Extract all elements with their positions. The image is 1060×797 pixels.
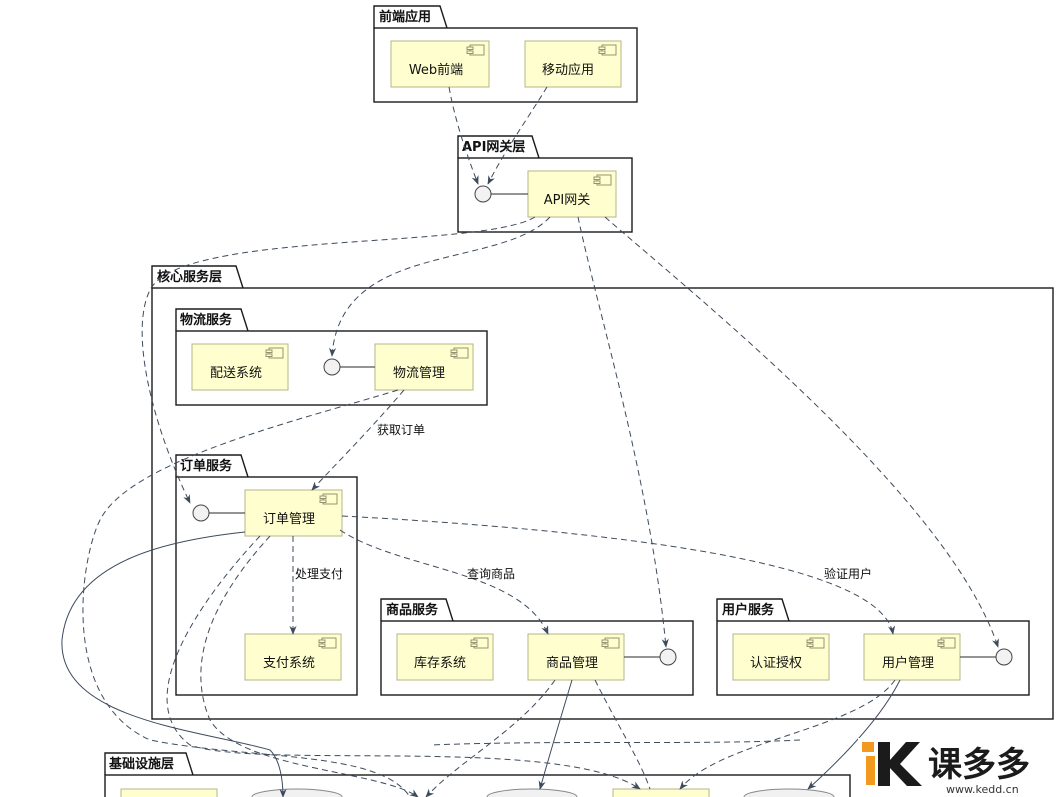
edge-gateway-to-user (604, 216, 999, 648)
component-icon (319, 493, 338, 505)
edge-label-get-order: 获取订单 (377, 423, 425, 437)
component-api-gateway[interactable]: API网关 (527, 170, 617, 218)
infra-component-partial (120, 788, 218, 797)
brand-logo-icon (862, 742, 922, 786)
component-icon (450, 347, 469, 359)
interface-product (624, 648, 677, 666)
interface-api-gateway (474, 185, 528, 203)
component-logistics-mgmt[interactable]: 物流管理 (374, 343, 474, 391)
component-auth-system[interactable]: 认证授权 (732, 633, 830, 681)
component-label: 用户管理 (882, 655, 934, 671)
component-inventory-system[interactable]: 库存系统 (396, 633, 494, 681)
edge-gateway-to-product (577, 216, 669, 648)
package-product-title: 商品服务 (386, 602, 439, 618)
component-product-mgmt[interactable]: 商品管理 (527, 633, 625, 681)
edge-mobile-to-gateway (487, 86, 548, 185)
component-label: 库存系统 (414, 655, 466, 671)
component-label: 移动应用 (542, 62, 594, 78)
edge-user-to-infra (679, 679, 896, 790)
component-label: 商品管理 (546, 656, 598, 671)
component-icon (598, 44, 617, 56)
database-icon (486, 788, 578, 797)
edge-label-process-payment: 处理支付 (295, 567, 343, 581)
package-infra-title: 基础设施层 (108, 756, 174, 772)
component-payment-system[interactable]: 支付系统 (244, 633, 342, 681)
component-label: API网关 (544, 193, 591, 208)
edge-web-to-gateway (448, 86, 479, 185)
package-user-title: 用户服务 (721, 602, 775, 618)
watermark: 课多多 www.kedd.cn (858, 738, 1060, 797)
edge-label-query-product: 查询商品 (467, 566, 515, 581)
watermark-brand: 课多多 (928, 745, 1030, 785)
package-frontend-title: 前端应用 (379, 9, 431, 25)
component-mobile-app[interactable]: 移动应用 (524, 40, 622, 88)
edge-order-to-user (341, 515, 896, 635)
edge-order-to-infra-2 (166, 535, 641, 790)
component-delivery-system[interactable]: 配送系统 (191, 343, 289, 391)
component-icon (937, 637, 956, 649)
database-icon (743, 788, 835, 797)
edge-product-to-db (538, 679, 573, 790)
component-order-mgmt[interactable]: 订单管理 (244, 489, 343, 537)
component-web-frontend[interactable]: Web前端 (390, 40, 490, 88)
component-icon (601, 637, 620, 649)
component-icon (806, 637, 825, 649)
component-icon (318, 637, 337, 649)
component-icon (593, 174, 612, 186)
package-logistics-title: 物流服务 (180, 312, 233, 328)
component-user-mgmt[interactable]: 用户管理 (863, 633, 961, 681)
component-label: 配送系统 (210, 366, 262, 381)
edge-order-to-infra (200, 535, 419, 797)
component-label: 物流管理 (393, 366, 445, 381)
component-label: Web前端 (409, 62, 463, 78)
component-icon (265, 347, 284, 359)
package-order-title: 订单服务 (180, 458, 233, 474)
watermark-url: www.kedd.cn (946, 783, 1019, 796)
infra-partial-shapes (120, 788, 835, 797)
package-core-title: 核心服务层 (157, 269, 222, 285)
edge-logistics-to-order (311, 389, 405, 491)
interface-order (192, 504, 245, 522)
edge-gateway-to-logistics (328, 216, 551, 357)
edge-label-verify-user: 验证用户 (824, 566, 872, 581)
database-icon (251, 788, 343, 797)
edge-gateway-to-order (141, 216, 536, 504)
component-icon (470, 637, 489, 649)
component-label: 支付系统 (263, 656, 315, 671)
interface-user (960, 648, 1013, 666)
component-icon (466, 44, 485, 56)
edge-order-to-product (339, 529, 549, 635)
edge-cross-infra (429, 739, 801, 746)
interface-logistics (323, 358, 375, 376)
component-label: 认证授权 (750, 655, 802, 671)
package-gateway-title: API网关层 (462, 139, 525, 155)
edge-product-to-infra (425, 679, 556, 797)
infra-component-partial (612, 788, 710, 797)
component-label: 订单管理 (263, 512, 315, 527)
edge-order-to-infra-db (61, 531, 287, 797)
